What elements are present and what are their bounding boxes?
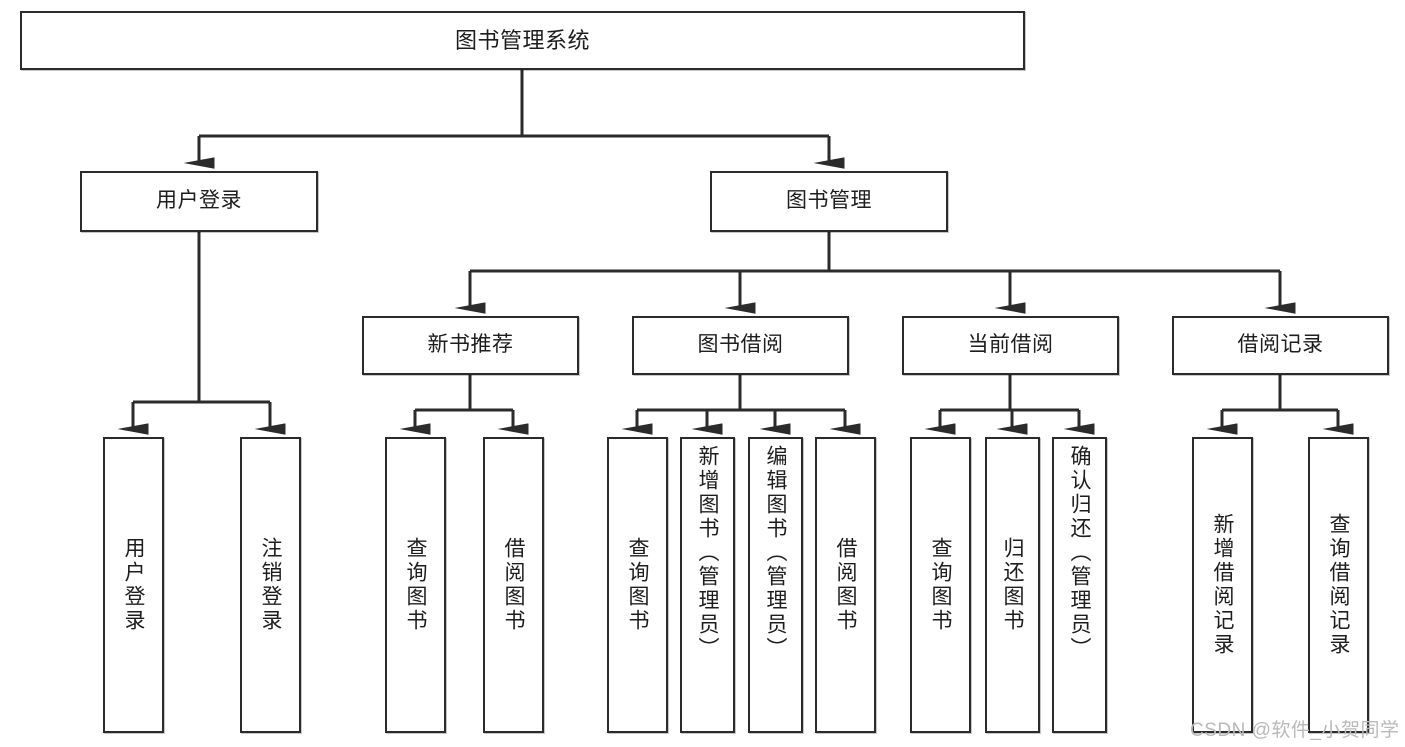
node-new-book-recommend[interactable]: 新书推荐 — [362, 316, 579, 375]
node-user-login[interactable]: 用户登录 — [80, 171, 318, 232]
node-borrow-record[interactable]: 借阅记录 — [1172, 316, 1389, 375]
node-leaf-query-book-3[interactable]: 查询图书 — [910, 437, 971, 733]
node-leaf-add-record[interactable]: 新增借阅记录 — [1192, 437, 1253, 733]
node-leaf-edit-book[interactable]: 编辑图书（管理员） — [748, 437, 803, 733]
node-leaf-query-book-2[interactable]: 查询图书 — [607, 437, 668, 733]
node-borrow-record-label: 借阅记录 — [1237, 333, 1324, 357]
node-leaf-confirm-return[interactable]: 确认归还（管理员） — [1052, 437, 1107, 733]
node-leaf-query-record-label: 查询借阅记录 — [1327, 513, 1350, 657]
node-new-book-recommend-label: 新书推荐 — [427, 333, 514, 357]
node-leaf-query-book-3-label: 查询图书 — [929, 537, 952, 633]
node-leaf-logout-label: 注销登录 — [259, 537, 282, 633]
node-leaf-confirm-return-label: 确认归还（管理员） — [1068, 445, 1091, 661]
node-current-borrow-label: 当前借阅 — [967, 333, 1054, 357]
node-root-label: 图书管理系统 — [454, 27, 590, 53]
node-user-login-label: 用户登录 — [156, 189, 242, 213]
node-leaf-borrow-book-1[interactable]: 借阅图书 — [483, 437, 544, 733]
node-leaf-add-book-label: 新增图书（管理员） — [696, 445, 719, 661]
node-leaf-query-book-1-label: 查询图书 — [404, 537, 427, 633]
node-leaf-borrow-book-2-label: 借阅图书 — [834, 537, 857, 633]
node-book-manage[interactable]: 图书管理 — [710, 171, 948, 232]
node-leaf-return-book-label: 归还图书 — [1001, 537, 1024, 633]
node-root[interactable]: 图书管理系统 — [20, 11, 1025, 70]
node-leaf-user-login-label: 用户登录 — [122, 537, 145, 633]
node-leaf-add-record-label: 新增借阅记录 — [1211, 513, 1234, 657]
node-current-borrow[interactable]: 当前借阅 — [902, 316, 1119, 375]
node-book-borrow-label: 图书借阅 — [697, 333, 784, 357]
node-leaf-logout[interactable]: 注销登录 — [240, 437, 301, 733]
csdn-watermark: CSDN @软件_小贺同学 — [1190, 720, 1400, 741]
node-book-borrow[interactable]: 图书借阅 — [632, 316, 849, 375]
node-leaf-query-record[interactable]: 查询借阅记录 — [1308, 437, 1369, 733]
node-book-manage-label: 图书管理 — [786, 189, 872, 213]
node-leaf-query-book-1[interactable]: 查询图书 — [385, 437, 446, 733]
node-leaf-borrow-book-1-label: 借阅图书 — [502, 537, 525, 633]
node-leaf-return-book[interactable]: 归还图书 — [985, 437, 1040, 733]
node-leaf-add-book[interactable]: 新增图书（管理员） — [680, 437, 735, 733]
node-leaf-query-book-2-label: 查询图书 — [626, 537, 649, 633]
node-leaf-edit-book-label: 编辑图书（管理员） — [764, 445, 787, 661]
node-leaf-user-login[interactable]: 用户登录 — [103, 437, 164, 733]
node-leaf-borrow-book-2[interactable]: 借阅图书 — [815, 437, 876, 733]
